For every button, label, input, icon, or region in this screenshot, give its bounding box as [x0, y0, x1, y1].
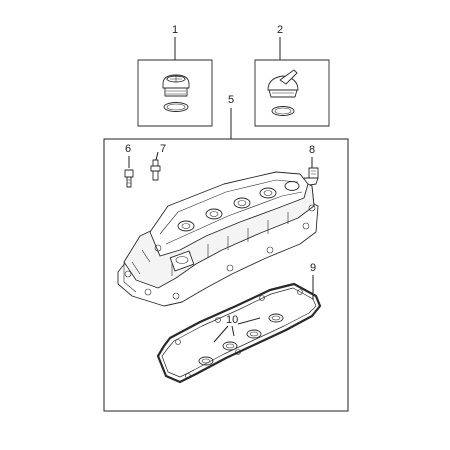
assembly-frame: [103, 138, 349, 412]
part-2-oil-cap-group[interactable]: 2: [254, 24, 330, 127]
callout-6: 6: [125, 143, 131, 155]
part-5-assembly-frame: 5: [103, 94, 349, 412]
callout-9: 9: [310, 262, 316, 274]
o-ring-icon: [163, 102, 189, 112]
stud-icon: [150, 159, 161, 181]
part-1-oil-cap-group[interactable]: 1: [137, 24, 213, 127]
callout-10: 10: [226, 314, 238, 326]
callout-7: 7: [160, 143, 166, 155]
oil-cap-icon: [162, 74, 190, 97]
part-10-seals-group[interactable]: 10: [198, 313, 284, 366]
callout-2: 2: [277, 24, 283, 36]
part-9-gasket-group[interactable]: 9: [156, 262, 322, 384]
leader-line-10b: [231, 325, 235, 337]
twist-cap-icon: [267, 69, 299, 98]
seal-ring-icon: [198, 313, 284, 366]
gasket-icon: [156, 282, 322, 384]
leader-line-10c: [237, 317, 261, 325]
o-ring-icon: [271, 106, 295, 116]
part-6-bolt-group[interactable]: 6: [124, 143, 134, 188]
callout-8: 8: [309, 144, 315, 156]
callout-5: 5: [228, 94, 234, 106]
valve-cover-icon: [117, 171, 319, 307]
part-7-stud-group[interactable]: 7: [150, 143, 166, 181]
leader-line-10a: [213, 325, 229, 343]
bolt-icon: [124, 169, 134, 188]
leader-line-7: [155, 151, 159, 161]
callout-1: 1: [172, 24, 178, 36]
